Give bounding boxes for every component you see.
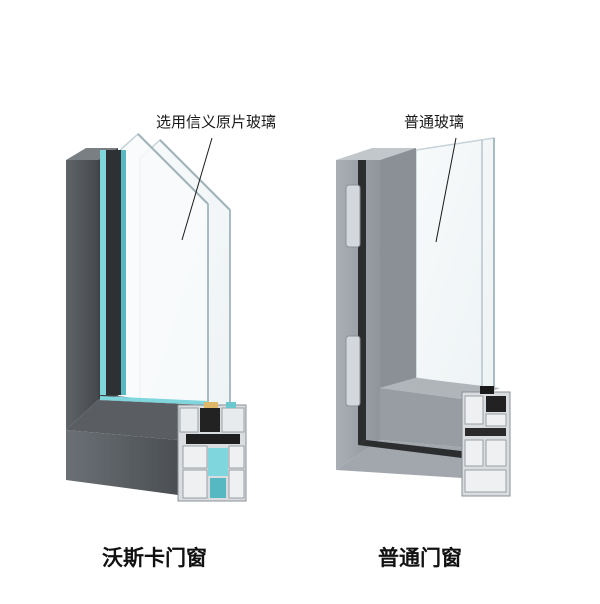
left-double-glass — [117, 132, 231, 421]
left-teal-gasket — [100, 150, 106, 395]
left-cross-section — [177, 402, 247, 502]
right-callout-leader — [435, 137, 457, 243]
lower-hinge — [345, 335, 361, 407]
right-product-caption: 普通门窗 — [378, 546, 462, 570]
right-single-glass — [415, 137, 495, 391]
left-bottom-rail — [66, 396, 230, 495]
upper-hinge — [345, 184, 361, 248]
left-callout-label: 选用信义原片玻璃 — [156, 113, 277, 131]
right-window-illustration — [336, 137, 511, 497]
left-product-caption: 沃斯卡门窗 — [102, 546, 207, 570]
left-window-illustration — [66, 132, 247, 502]
right-bottom-rail — [336, 378, 500, 478]
right-frame-profile — [336, 148, 416, 470]
right-callout-label: 普通玻璃 — [404, 113, 465, 131]
left-callout-leader — [181, 137, 213, 241]
left-frame-profile — [66, 148, 126, 430]
right-cross-section — [461, 386, 511, 497]
